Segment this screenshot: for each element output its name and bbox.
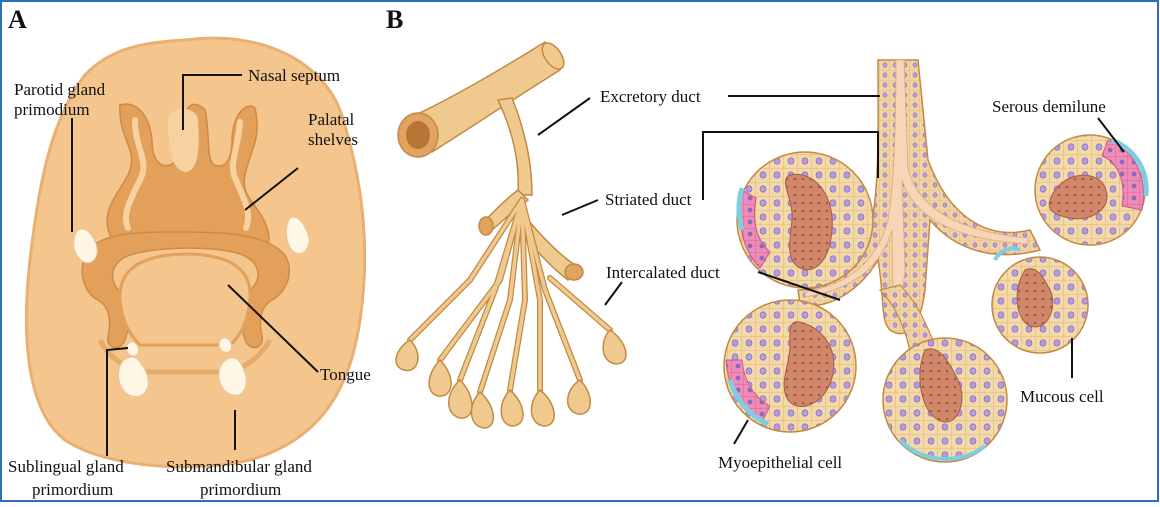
acinus-terminal-6 (531, 390, 554, 426)
acinus-terminal-8 (603, 330, 626, 364)
label-palatal-line2: shelves (308, 130, 358, 149)
label-intercalated-duct: Intercalated duct (606, 263, 720, 282)
acinus-top-right (1035, 135, 1146, 245)
striated-duct-trunk (498, 98, 532, 195)
acinus-terminal-1 (396, 340, 418, 371)
label-submandibular-line1: Submandibular gland (166, 457, 312, 476)
striated-duct-stub (479, 217, 493, 235)
duct-tree (396, 39, 626, 428)
label-serous-demilune: Serous demilune (992, 97, 1106, 116)
label-nasal-septum: Nasal septum (248, 66, 340, 85)
intercalated-cut-end (565, 264, 583, 280)
label-sublingual-line2: primordium (32, 480, 113, 499)
label-myoepithelial-cell: Myoepithelial cell (718, 453, 842, 472)
leader-myoepithelial (734, 420, 748, 444)
label-submandibular-line2: primordium (200, 480, 281, 499)
leader-striated (562, 200, 598, 215)
tongue-shape (120, 254, 250, 345)
label-striated-duct: Striated duct (605, 190, 692, 209)
acinus-top-left (737, 152, 873, 288)
acinus-terminal-5 (501, 390, 523, 426)
label-sublingual-line1: Sublingual gland (8, 457, 124, 476)
label-palatal-line1: Palatal (308, 110, 355, 129)
acinus-bottom-left (724, 300, 856, 432)
panel-b: B (386, 5, 1146, 472)
leader-excretory (538, 98, 590, 135)
acinus-terminal-3 (449, 380, 472, 418)
label-excretory-duct: Excretory duct (600, 87, 701, 106)
panel-a: A Nasal septum Par (8, 5, 371, 499)
panel-a-letter: A (8, 5, 27, 34)
panel-b-letter: B (386, 5, 403, 34)
label-mucous-cell: Mucous cell (1020, 387, 1104, 406)
acinus-terminal-7 (568, 380, 591, 414)
label-parotid-line1: Parotid gland (14, 80, 106, 99)
label-parotid-line2: primodium (14, 100, 90, 119)
acinus-bottom-center (883, 338, 1007, 462)
acinus-terminal-4 (471, 392, 493, 428)
acinus-middle-right (992, 248, 1088, 353)
excretory-duct-lumen (406, 121, 430, 149)
acinus-terminal-2 (429, 360, 451, 396)
label-tongue: Tongue (320, 365, 371, 384)
leader-intercalated (605, 282, 622, 305)
